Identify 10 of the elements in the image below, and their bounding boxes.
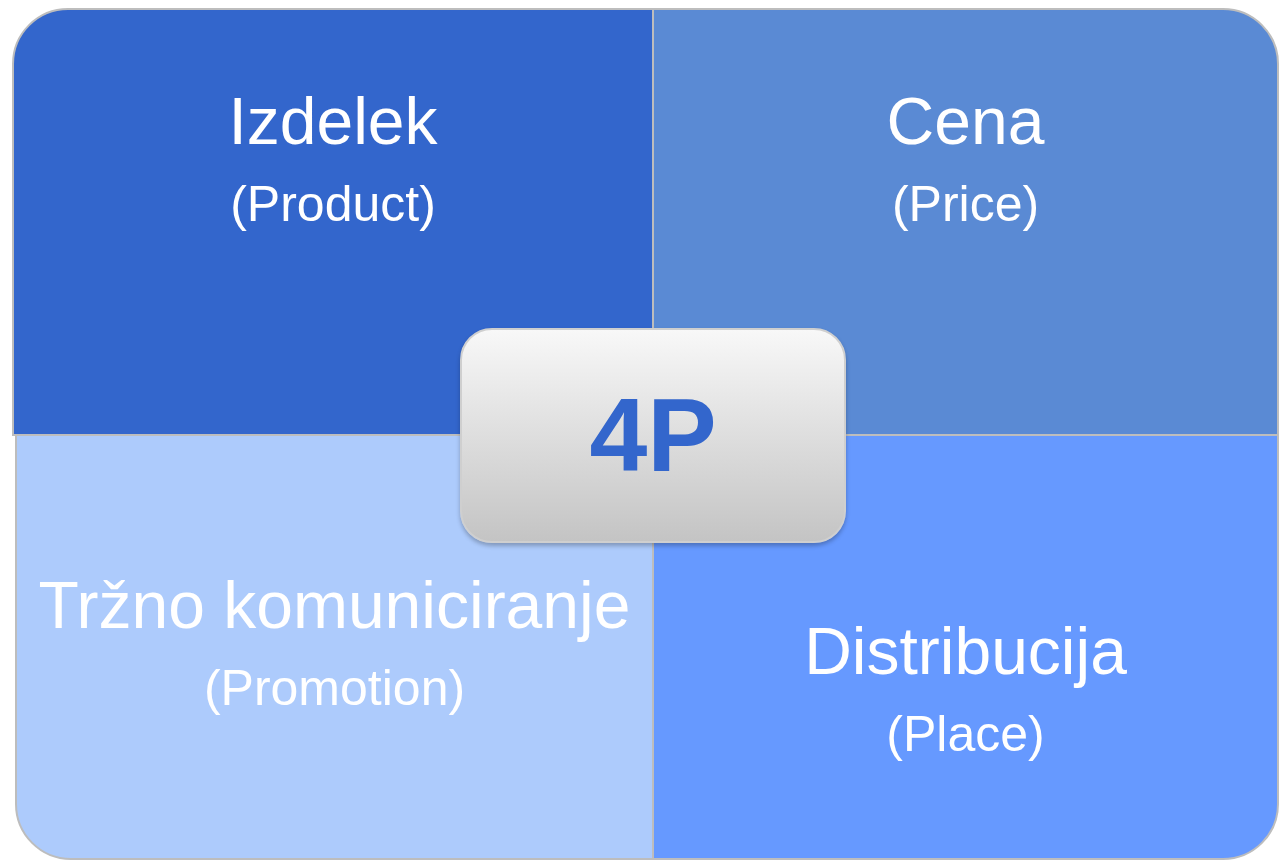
quadrant-subtitle: (Product) [230,175,436,234]
quadrant-title: Cena [886,83,1045,160]
quadrant-title: Tržno komuniciranje [38,567,631,644]
center-title: 4P [589,376,717,495]
quadrant-subtitle: (Place) [886,705,1045,764]
quadrant-subtitle: (Price) [891,175,1040,234]
quadrant-subtitle: (Promotion) [203,659,466,718]
center-label-box [460,328,846,543]
quadrant-title: Izdelek [228,83,438,160]
quadrant-title: Distribucija [804,613,1127,690]
